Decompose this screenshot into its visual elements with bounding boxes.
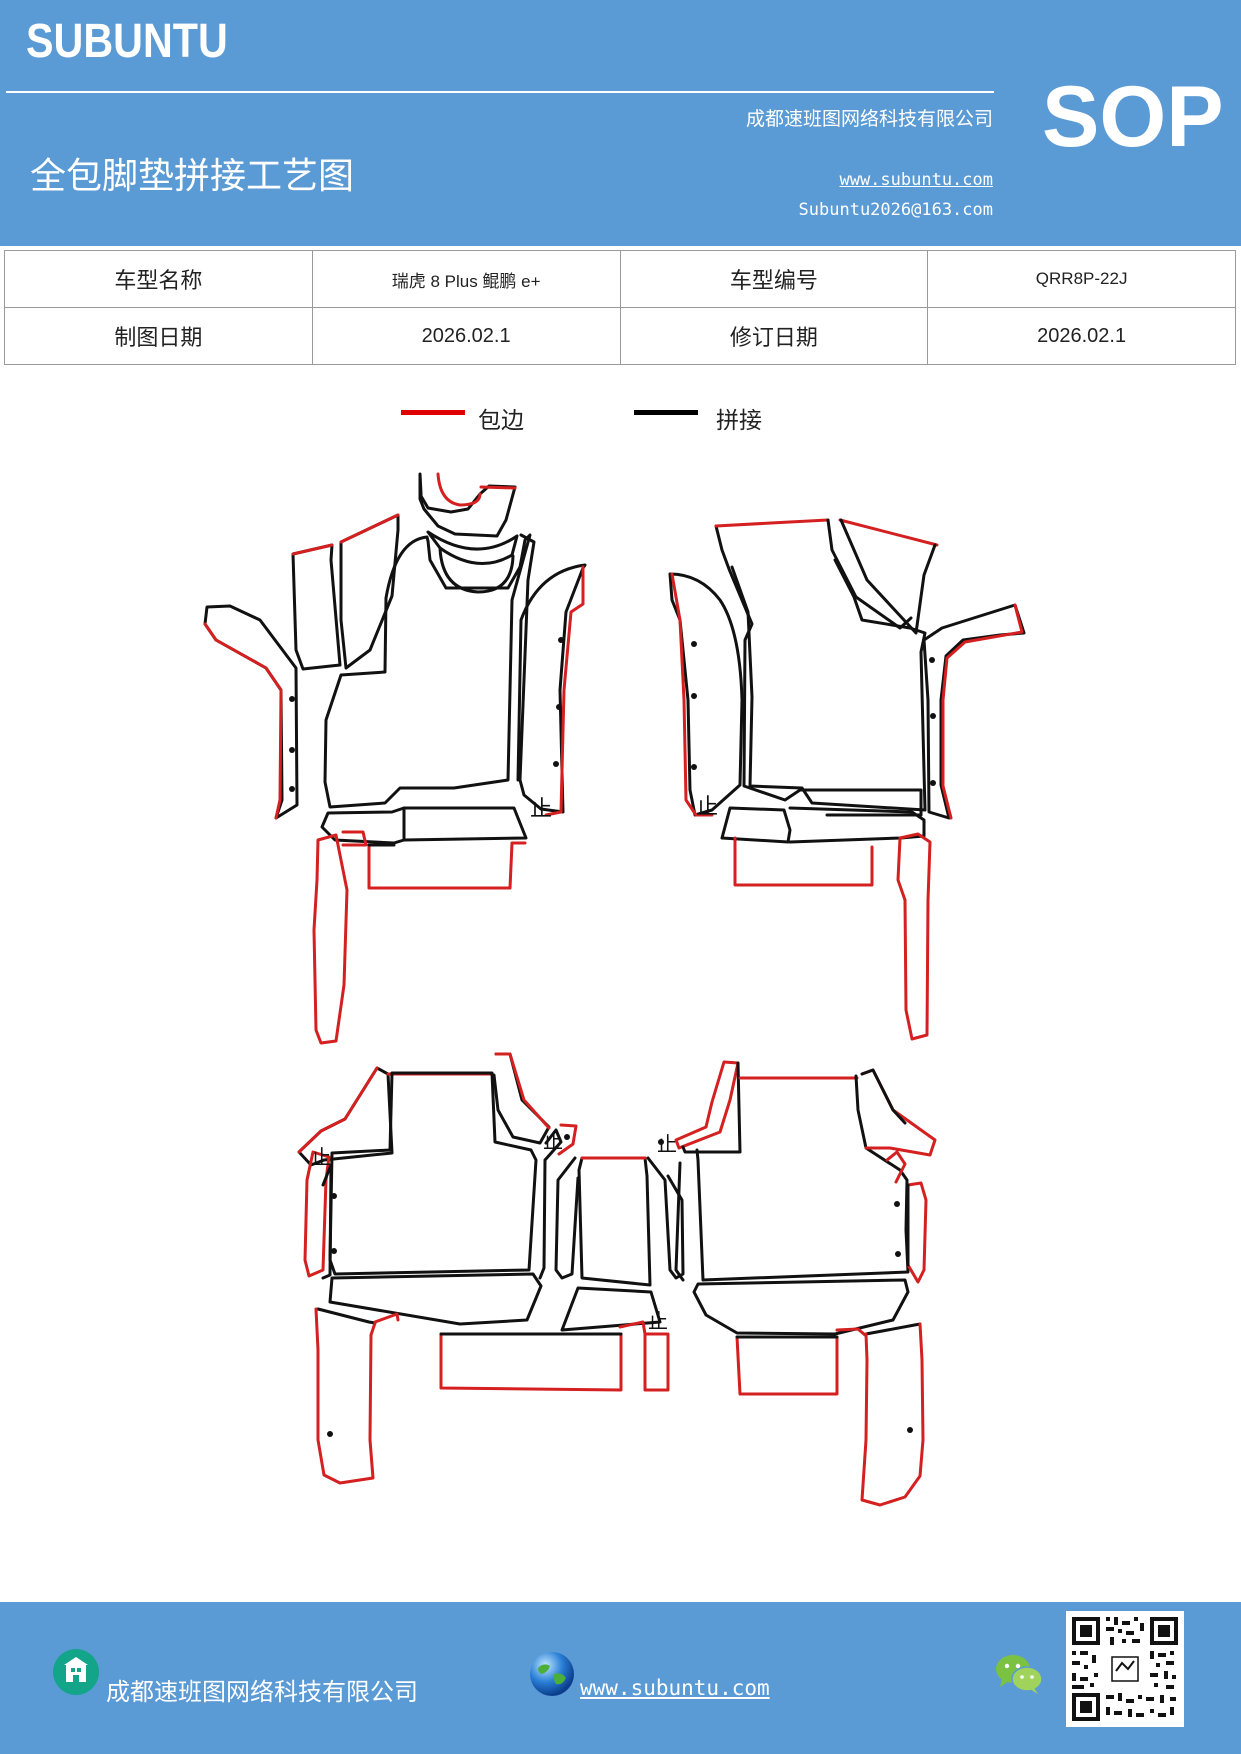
legend-edge-swatch (401, 410, 465, 415)
footer-website-link[interactable]: www.subuntu.com (580, 1676, 770, 1700)
rear-middle-mat-group: 止 (439, 1156, 685, 1392)
table-row: 制图日期 2026.02.1 修订日期 2026.02.1 (4, 307, 1236, 365)
legend-seam-swatch (634, 410, 698, 415)
front-right-mat-group: 止 (668, 518, 1026, 1041)
vehicle-info-table: 车型名称 瑞虎 8 Plus 鲲鹏 e+ 车型编号 QRR8P-22J 制图日期… (4, 250, 1236, 365)
stop-mark: 止 (696, 795, 718, 820)
stop-mark: 止 (530, 797, 552, 822)
model-code-label: 车型编号 (619, 250, 929, 308)
front-left-mat-group: 止 (203, 472, 587, 1045)
rear-left-mat-group: 止 止 (297, 1052, 578, 1485)
model-code-value: QRR8P-22J (927, 250, 1236, 308)
revision-date-label: 修订日期 (619, 307, 929, 365)
table-row: 车型名称 瑞虎 8 Plus 鲲鹏 e+ 车型编号 QRR8P-22J (4, 250, 1236, 308)
header-divider (6, 91, 994, 93)
qr-code[interactable] (1066, 1611, 1184, 1727)
wechat-icon[interactable] (994, 1652, 1044, 1696)
model-name-label: 车型名称 (4, 250, 313, 308)
stop-mark: 止 (657, 1132, 677, 1156)
model-name-value: 瑞虎 8 Plus 鲲鹏 e+ (311, 250, 621, 308)
building-icon (53, 1649, 99, 1695)
globe-icon (530, 1652, 574, 1696)
header-website-link[interactable]: www.subuntu.com (839, 170, 993, 190)
legend: 包边 拼接 (0, 400, 1241, 440)
footer-banner: 成都速班图网络科技有限公司 www.subuntu.com (0, 1602, 1241, 1754)
draw-date-label: 制图日期 (4, 307, 313, 365)
revision-date-value: 2026.02.1 (927, 307, 1236, 365)
rear-right-mat-group: 止 (657, 1060, 937, 1507)
stop-mark: 止 (311, 1145, 331, 1169)
header-company: 成都速班图网络科技有限公司 (745, 108, 993, 130)
draw-date-value: 2026.02.1 (311, 307, 621, 365)
legend-edge-label: 包边 (478, 408, 524, 434)
sop-badge: SOP (1042, 69, 1224, 165)
brand-logo: SUBUNTU (26, 15, 228, 68)
floor-mat-diagram: 止 (203, 472, 1026, 1507)
stop-mark: 止 (543, 1129, 563, 1153)
header-banner: SUBUNTU 成都速班图网络科技有限公司 全包脚垫拼接工艺图 www.subu… (0, 0, 1241, 246)
header-email-link[interactable]: Subuntu2026@163.com (798, 200, 993, 220)
stop-mark: 止 (648, 1309, 668, 1333)
legend-seam-label: 拼接 (716, 408, 762, 434)
footer-company: 成都速班图网络科技有限公司 (106, 1678, 418, 1706)
page-title: 全包脚垫拼接工艺图 (30, 156, 355, 197)
